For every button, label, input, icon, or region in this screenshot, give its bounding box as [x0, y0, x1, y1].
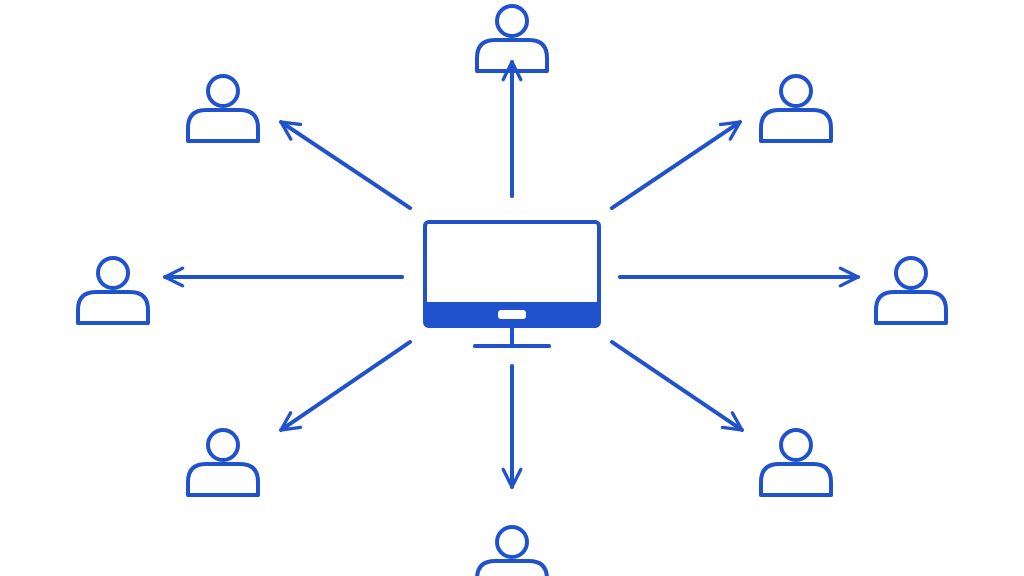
user-body: [76, 290, 150, 325]
user-icon-top-left: [186, 74, 260, 143]
user-body: [475, 559, 549, 576]
user-head: [206, 428, 240, 462]
arrow-bottom-right: [610, 340, 744, 432]
user-head: [495, 4, 529, 38]
user-body: [475, 38, 549, 73]
user-icon-left: [76, 256, 150, 325]
user-head: [96, 256, 130, 290]
user-body: [759, 462, 833, 497]
user-head: [779, 74, 813, 108]
user-body: [186, 108, 260, 143]
user-icon-bottom-left: [186, 428, 260, 497]
user-head: [495, 525, 529, 559]
user-icon-top-right: [759, 74, 833, 143]
user-icon-bottom: [475, 525, 549, 576]
user-icon-bottom-right: [759, 428, 833, 497]
user-body: [186, 462, 260, 497]
user-nodes: [76, 4, 948, 576]
arrow-top-left: [279, 120, 412, 210]
arrow-top-right: [610, 120, 742, 210]
monitor-icon: [423, 220, 601, 348]
arrow-bottom-left: [279, 340, 412, 432]
user-head: [894, 256, 928, 290]
monitor-button: [498, 310, 526, 319]
user-icon-top: [475, 4, 549, 73]
user-body: [759, 108, 833, 143]
user-head: [779, 428, 813, 462]
user-body: [874, 290, 948, 325]
user-head: [206, 74, 240, 108]
user-icon-right: [874, 256, 948, 325]
edges: [163, 60, 860, 489]
